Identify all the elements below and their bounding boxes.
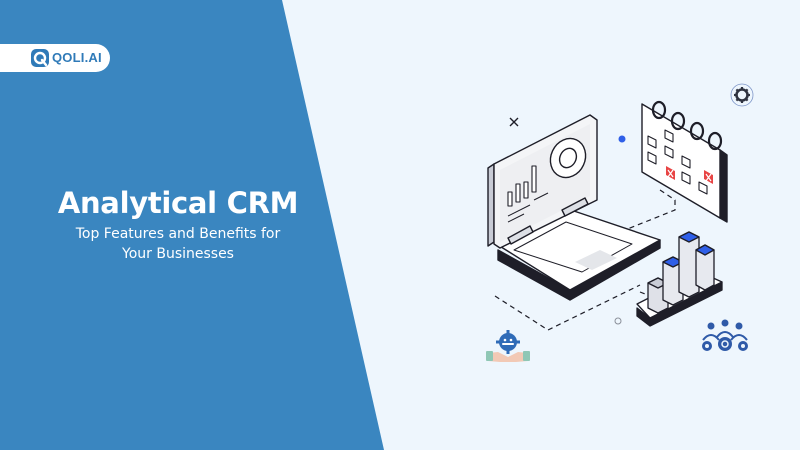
- brand-logo[interactable]: QOLI.AI: [0, 44, 110, 72]
- ring-dot-decor: [614, 317, 622, 325]
- handshake-gear-icon: [486, 330, 530, 362]
- close-x-decor-icon: [509, 117, 519, 127]
- page-subtitle-line-2: Your Businesses: [122, 246, 234, 262]
- calendar-checklist-icon: [641, 100, 728, 223]
- laptop-dashboard-icon: [487, 114, 661, 301]
- qoli-logo-icon: [31, 49, 49, 67]
- gear-refresh-icon: [730, 83, 754, 107]
- brand-name: QOLI.AI: [52, 50, 102, 65]
- bar-chart-3d-icon: [636, 231, 723, 327]
- page-subtitle-line-1: Top Features and Benefits for: [75, 226, 281, 242]
- team-gears-icon: [702, 319, 748, 351]
- blue-dot-decor: [618, 135, 626, 143]
- page-title: Analytical CRM: [57, 186, 299, 220]
